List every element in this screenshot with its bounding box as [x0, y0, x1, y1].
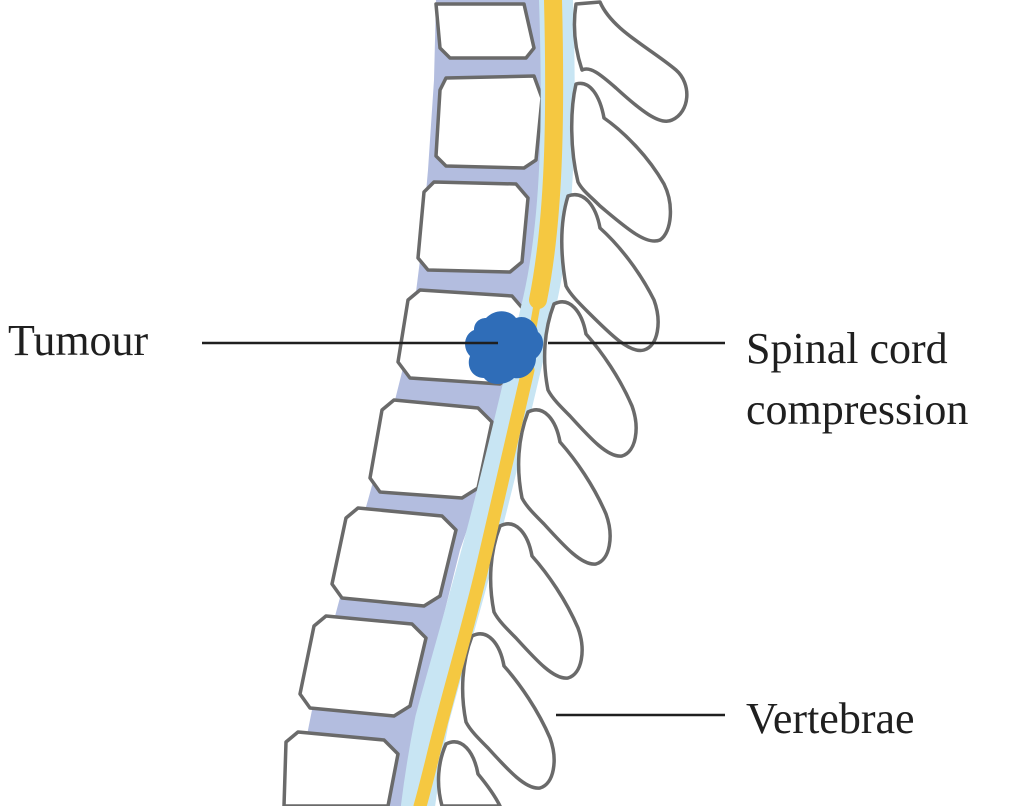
vertebral-body-3	[416, 180, 530, 274]
tumour-shape	[465, 311, 544, 384]
spinal-cord-lower	[413, 363, 535, 806]
vertebral-body-5	[368, 398, 494, 500]
tumour-mass	[465, 311, 544, 384]
tumour-label: Tumour	[8, 316, 149, 365]
spinous-process-2	[570, 81, 673, 243]
vertebrae-label: Vertebrae	[746, 694, 915, 743]
spinal-cord-label-line2: compression	[746, 385, 968, 434]
spinous-process-1	[572, 0, 689, 123]
spinous-process-7	[460, 632, 556, 790]
spinal-cord-upper	[529, 0, 564, 309]
spinous-process-5	[516, 408, 612, 566]
spinous-process-6	[488, 522, 584, 680]
spinous-process-3	[560, 193, 660, 353]
vertebral-body-7	[298, 614, 428, 718]
spinous-processes	[436, 0, 689, 806]
labels: Tumour Spinal cord compression Vertebrae	[8, 316, 968, 743]
spinous-process-8	[436, 740, 502, 806]
vertebral-body-6	[330, 506, 458, 608]
vertebral-body-2	[434, 74, 544, 170]
leader-lines	[202, 341, 725, 717]
vertebral-bodies	[282, 2, 544, 806]
vertebral-body-1	[434, 2, 536, 60]
spinous-process-4	[542, 300, 638, 458]
vertebral-body-8	[282, 730, 400, 806]
spinal-cord-label-line1: Spinal cord	[746, 324, 948, 373]
